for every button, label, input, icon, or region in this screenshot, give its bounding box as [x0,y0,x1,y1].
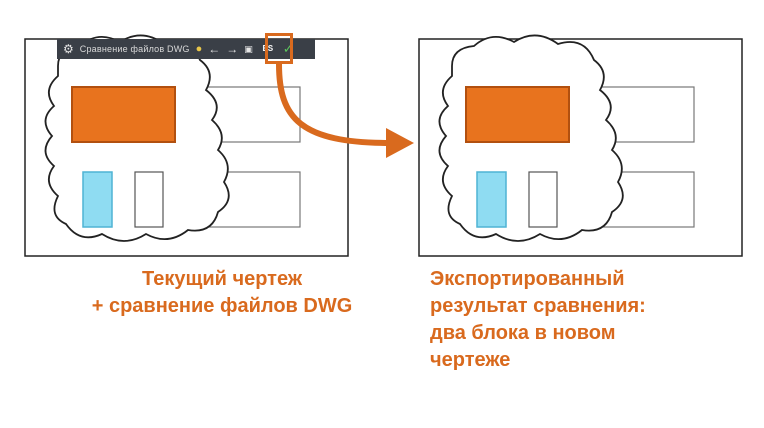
right-caption-line-4: чертеже [430,349,511,371]
right-caption-line-3: два блока в новом [430,322,616,344]
right-caption-line-1: Экспортированный [430,268,625,290]
left-caption-line-2: + сравнение файлов DWG [91,295,353,317]
export-button-highlight [265,33,293,64]
export-arrow [276,61,393,146]
left-caption: Текущий чертеж + сравнение файлов DWG [82,266,362,320]
check-icon[interactable]: ✓ [282,41,294,56]
left-gray-block [134,171,164,228]
compare-toolbar: ⚙ Сравнение файлов DWG ● ← → ▣ ES ✓ [57,39,315,59]
left-blue-block [82,171,113,228]
arrow-right-icon[interactable]: → [226,42,239,56]
lock-icon[interactable]: ▣ [244,44,253,54]
right-gray-block [528,171,558,228]
arrow-left-icon[interactable]: ← [208,42,221,56]
left-caption-line-1: Текущий чертеж [141,268,303,290]
bulb-icon[interactable]: ● [195,43,203,55]
right-caption-line-2: результат сравнения: [430,295,646,317]
compare-title: Сравнение файлов DWG [79,44,190,54]
export-arrow-head [386,128,414,158]
right-caption: Экспортированный результат сравнения: дв… [430,266,760,374]
settings-icon[interactable]: ⚙ [63,42,74,56]
right-blue-block [476,171,507,228]
right-orange-block [465,86,570,143]
left-orange-block [71,86,176,143]
